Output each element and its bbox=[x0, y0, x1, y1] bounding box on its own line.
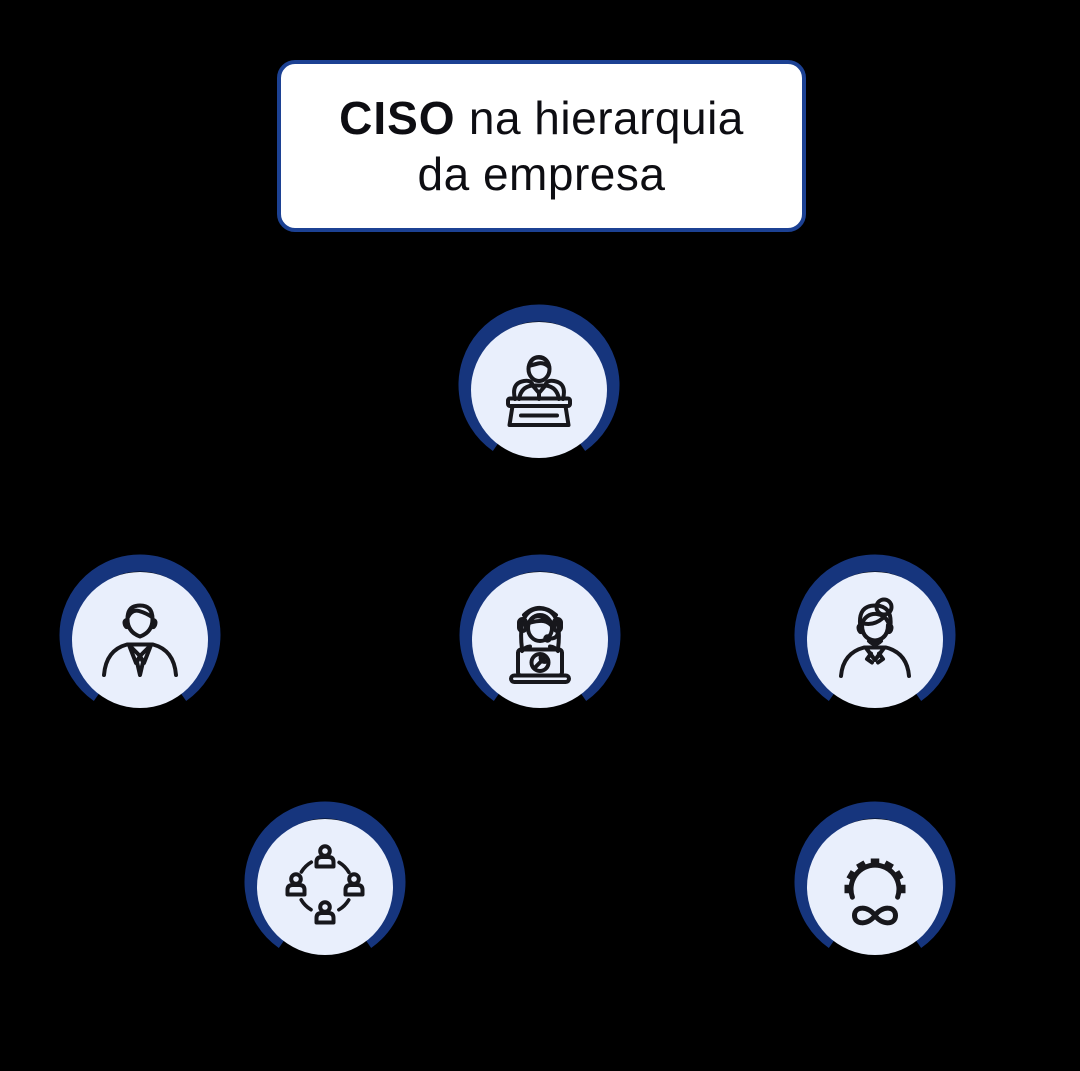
title-line2: da empresa bbox=[417, 148, 666, 200]
title-highlight: CISO bbox=[339, 91, 456, 144]
node-devops bbox=[793, 801, 957, 978]
businesswoman-icon bbox=[794, 554, 956, 708]
node-team bbox=[243, 801, 407, 978]
node-ceo bbox=[457, 304, 621, 481]
node-manager bbox=[793, 554, 957, 731]
diagram-title: CISO na hierarquia da empresa bbox=[339, 90, 744, 202]
title-line1-rest: na hierarquia bbox=[455, 91, 744, 144]
devops-gear-infinity-icon bbox=[794, 801, 956, 955]
ceo-at-podium-icon bbox=[458, 304, 620, 458]
businessman-icon bbox=[59, 554, 221, 708]
support-agent-laptop-icon bbox=[459, 554, 621, 708]
team-network-icon bbox=[244, 801, 406, 955]
node-executive bbox=[58, 554, 222, 731]
title-box: CISO na hierarquia da empresa bbox=[277, 60, 806, 232]
node-support bbox=[458, 554, 622, 731]
